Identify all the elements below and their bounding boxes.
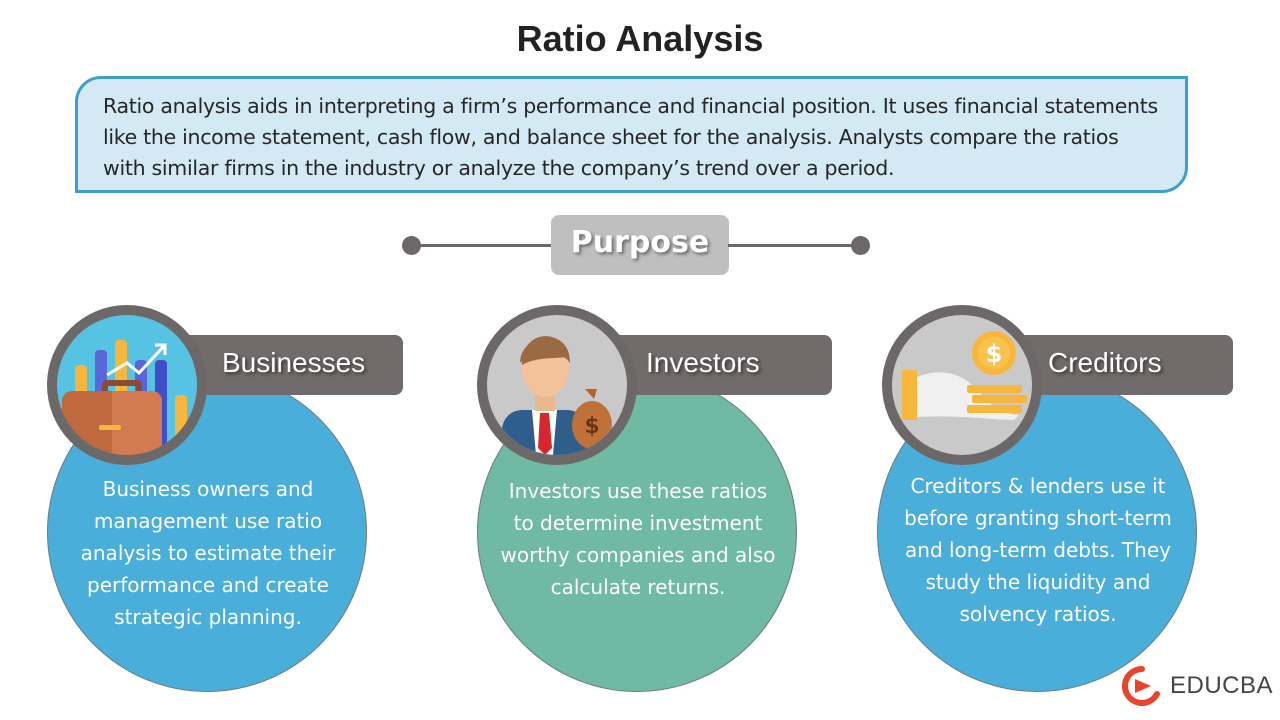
briefcase-chart-icon: [57, 315, 197, 455]
connector-line-right: [728, 244, 860, 247]
investors-icon-ring: $: [477, 305, 637, 465]
brand-name: EDUCBA: [1170, 672, 1274, 699]
investors-label: Investors: [600, 335, 832, 395]
hand-coins-icon: $: [892, 315, 1032, 455]
svg-text:$: $: [584, 414, 599, 439]
businesses-label: Businesses: [170, 335, 403, 395]
intro-box: Ratio analysis aids in interpreting a fi…: [75, 76, 1188, 193]
page-title: Ratio Analysis: [516, 18, 764, 59]
svg-text:$: $: [986, 340, 1003, 368]
businesses-icon-ring: [47, 305, 207, 465]
educba-logo-icon: [1122, 666, 1160, 706]
connector-dot-right: [851, 236, 870, 255]
intro-text: Ratio analysis aids in interpreting a fi…: [103, 94, 1158, 180]
purpose-label: Purpose: [551, 215, 729, 275]
investors-description: Investors use these ratios to determine …: [500, 479, 776, 599]
creditors-description: Creditors & lenders use it before granti…: [904, 474, 1172, 626]
connector-line-left: [410, 244, 552, 247]
creditors-icon-ring: $: [882, 305, 1042, 465]
educba-logo: EDUCBA: [1122, 666, 1273, 706]
investor-moneybag-icon: $: [487, 315, 627, 455]
businesses-description: Business owners and management use ratio…: [80, 477, 336, 629]
